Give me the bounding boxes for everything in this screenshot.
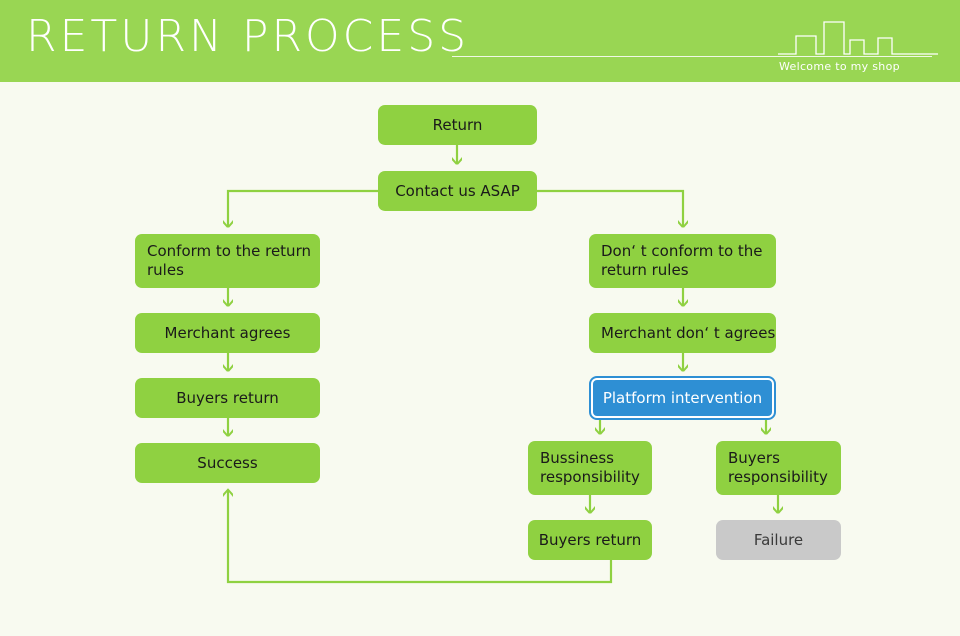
edge-buyers-return-right-to-success bbox=[223, 488, 613, 584]
node-label: Contact us ASAP bbox=[395, 181, 520, 200]
edge-contact-to-dont-conform bbox=[537, 189, 683, 226]
skyline-decoration-icon bbox=[778, 21, 938, 55]
node-label: Buyers responsibility bbox=[728, 449, 828, 486]
node-label: Conform to the return rules bbox=[147, 242, 311, 279]
page-title: RETURN PROCESS bbox=[26, 11, 470, 62]
header-tagline: Welcome to my shop bbox=[779, 60, 900, 73]
node-merchant-dont-agrees[interactable]: Merchant don‘ t agrees bbox=[589, 313, 776, 353]
node-merchant-agrees[interactable]: Merchant agrees bbox=[135, 313, 320, 353]
node-buyers-return-right[interactable]: Buyers return bbox=[528, 520, 652, 560]
flowchart-connectors bbox=[223, 145, 960, 584]
node-bussiness-responsibility[interactable]: Bussiness responsibility bbox=[528, 441, 652, 495]
edge-contact-to-conform bbox=[228, 189, 378, 226]
header-divider-line bbox=[452, 56, 932, 57]
node-label: Merchant agrees bbox=[164, 323, 291, 342]
node-label: Buyers return bbox=[176, 388, 279, 407]
node-label: Failure bbox=[753, 530, 804, 549]
flowchart-canvas: Return Contact us ASAP Conform to the re… bbox=[0, 82, 960, 636]
node-contact-us-asap[interactable]: Contact us ASAP bbox=[378, 171, 537, 211]
node-label: Platform intervention bbox=[602, 388, 763, 407]
node-label: Merchant don‘ t agrees bbox=[601, 323, 776, 342]
node-label: Return bbox=[432, 115, 483, 134]
node-failure[interactable]: Failure bbox=[716, 520, 841, 560]
node-buyers-responsibility[interactable]: Buyers responsibility bbox=[716, 441, 841, 495]
node-platform-intervention[interactable]: Platform intervention bbox=[589, 376, 776, 420]
node-conform-to-return-rules[interactable]: Conform to the return rules bbox=[135, 234, 320, 288]
node-dont-conform-to-return-rules[interactable]: Don‘ t conform to the return rules bbox=[589, 234, 776, 288]
page-header: RETURN PROCESS Welcome to my shop bbox=[0, 0, 960, 82]
node-success[interactable]: Success bbox=[135, 443, 320, 483]
node-label: Buyers return bbox=[538, 530, 642, 549]
node-buyers-return-left[interactable]: Buyers return bbox=[135, 378, 320, 418]
node-label: Don‘ t conform to the return rules bbox=[601, 242, 763, 279]
node-label: Success bbox=[197, 453, 258, 472]
node-label: Bussiness responsibility bbox=[540, 449, 640, 486]
node-return[interactable]: Return bbox=[378, 105, 537, 145]
